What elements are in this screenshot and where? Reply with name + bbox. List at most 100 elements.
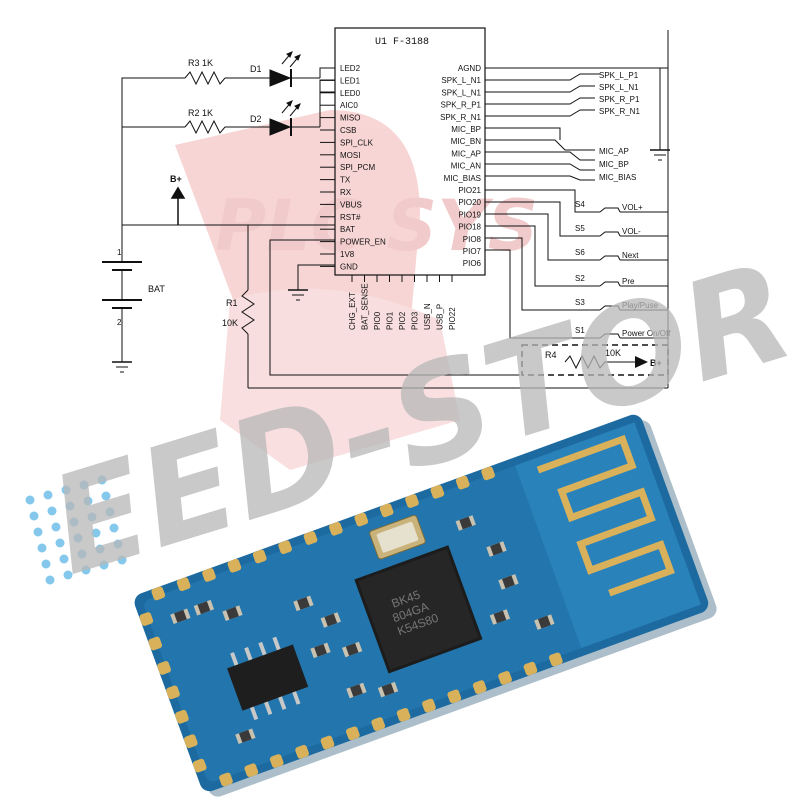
gold-pad (303, 531, 318, 545)
diode-d2 (269, 118, 292, 136)
gold-pad (396, 707, 411, 722)
gold-pad (405, 494, 419, 508)
passive-components (170, 515, 555, 745)
left-pin-label: BAT (340, 225, 355, 234)
watermark-dot (33, 527, 43, 537)
watermark-dot (95, 544, 105, 554)
gold-pad (166, 685, 180, 700)
watermark-dot (117, 555, 127, 565)
battery-pin-1: 1 (117, 248, 122, 257)
ic-left-pins: LED2LED1LED0AIC0MISOCSBSPI_CLKMOSISPI_PC… (320, 64, 386, 271)
gold-pad (175, 709, 189, 724)
watermark-logo-text: PLC SYS (215, 185, 538, 267)
smd-component (193, 599, 215, 616)
smd-component (489, 609, 511, 625)
right-pin-label: MIC_AN (451, 162, 481, 171)
bottom-pin-label: PIO0 (373, 311, 382, 330)
gold-pad (430, 484, 445, 499)
gold-pad (192, 758, 207, 773)
left-pin-label: LED2 (340, 64, 361, 73)
switch-label: Next (622, 251, 639, 260)
gold-pad (244, 763, 259, 778)
watermark-dots (25, 475, 127, 585)
r1-value: 10K (222, 318, 238, 328)
r1-name: R1 (226, 298, 238, 308)
left-pin-label: POWER_EN (340, 238, 386, 247)
bottom-pin-label: CHG_EXT (348, 292, 357, 330)
switch-contact (599, 255, 621, 261)
watermark-dot (41, 559, 51, 569)
gold-pad (202, 568, 216, 582)
smd-component (346, 682, 367, 699)
watermark-dot (59, 554, 69, 564)
battery-label: BAT (148, 284, 165, 294)
pads-bottom (219, 652, 563, 787)
right-pin-label: PIO18 (458, 223, 481, 232)
watermark-dot (99, 560, 109, 570)
gold-pad (252, 549, 267, 564)
gold-pad (523, 661, 538, 676)
d1-label: D1 (250, 64, 262, 74)
smd-component (498, 574, 519, 590)
switch-label: Power On/Off (622, 329, 671, 338)
switch-contact (599, 231, 621, 237)
watermark-dot (101, 491, 111, 501)
left-pin-label: RST# (340, 213, 361, 222)
ic-right-pins: AGNDSPK_L_N1SPK_L_N1SPK_R_P1SPK_R_N1MIC_… (440, 64, 481, 268)
battery-pin-2: 2 (117, 318, 122, 327)
r2-label: R2 1K (188, 108, 213, 118)
gold-pad (151, 586, 166, 601)
r4-bplus: B+ (650, 358, 662, 368)
left-pin-label: SPI_PCM (340, 163, 375, 172)
bottom-pin-label: PIO3 (411, 311, 420, 330)
switch-label: VOL+ (622, 203, 643, 212)
bplus-label: B+ (170, 174, 182, 184)
right-pin-label: PIO6 (463, 259, 482, 268)
left-pin-label: CSB (340, 126, 356, 135)
watermark-dot (37, 543, 47, 553)
bottom-pin-label: USB_P (436, 304, 445, 330)
pads-top (151, 466, 495, 601)
left-pin-label: SPI_CLK (340, 138, 374, 147)
left-pin-label: VBUS (340, 200, 362, 209)
gold-pad (148, 636, 163, 651)
r4-box (521, 344, 669, 376)
gold-pad (157, 661, 171, 675)
gold-pad (548, 652, 563, 667)
led-branch (121, 51, 335, 225)
smd-component (341, 641, 363, 658)
right-pin-label: SPK_L_N1 (441, 88, 481, 97)
battery-circuit (102, 224, 668, 389)
switch-id: S4 (575, 200, 585, 209)
gold-pad (422, 698, 436, 713)
r4-value: 10K (605, 348, 621, 358)
left-pin-label: 1V8 (340, 250, 355, 259)
bottom-pin-label: PIO22 (448, 307, 457, 330)
right-pin-label: AGND (458, 64, 481, 73)
switch-id: S1 (575, 326, 585, 335)
watermark-dot (55, 538, 65, 548)
gold-pad (481, 466, 495, 481)
gold-pad (227, 558, 242, 573)
switch-label: Pre (622, 277, 635, 286)
watermark-dot (73, 533, 83, 543)
watermark-dot (81, 565, 91, 575)
mic-label: MIC_AP (599, 147, 629, 156)
watermark-dot (105, 507, 115, 517)
bottom-pin-label: PIO2 (398, 311, 407, 330)
smd-component (310, 642, 331, 659)
gold-pad (345, 726, 360, 741)
left-pin-label: TX (340, 176, 351, 185)
diode-d1 (269, 69, 292, 87)
d2-label: D2 (250, 114, 262, 124)
watermark-dot (113, 539, 123, 549)
smd-component (293, 595, 314, 612)
resistor-r3 (184, 70, 226, 86)
watermark-dot (65, 501, 75, 511)
switch-contact (599, 305, 621, 311)
